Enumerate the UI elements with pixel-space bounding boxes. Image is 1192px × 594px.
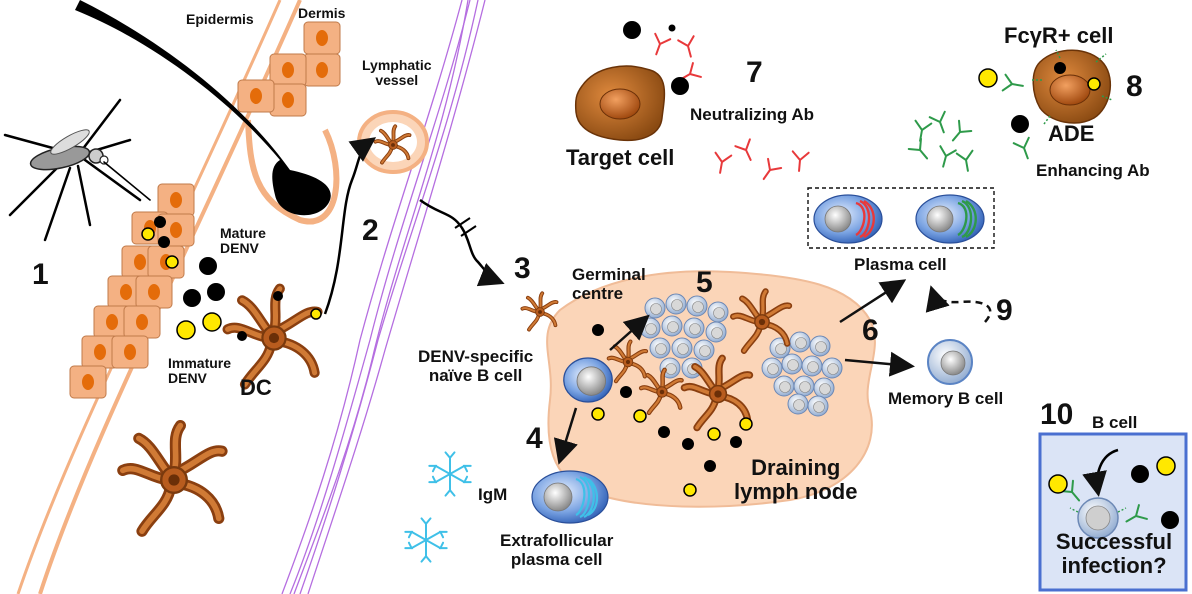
label-neutralizing-ab: Neutralizing Ab: [690, 105, 815, 124]
step-number: 4: [526, 422, 543, 455]
virus-particles-node: [591, 324, 753, 497]
dermis-cells: [237, 21, 341, 117]
label-dermis: Dermis: [298, 5, 346, 21]
label-germinal-centre: Germinal centre: [572, 265, 646, 303]
label-memory-b-cell: Memory B cell: [888, 389, 1004, 408]
step-number: 3: [514, 252, 531, 285]
label-extrafollicular-plasma-cell: Extrafollicular plasma cell: [500, 531, 614, 569]
label-immature-denv: Immature DENV: [168, 355, 232, 387]
label-epidermis: Epidermis: [186, 11, 254, 27]
plasma-cell-box: [807, 187, 995, 249]
label-dc: DC: [240, 375, 272, 400]
label-enhancing-ab: Enhancing Ab: [1036, 161, 1150, 180]
step-number: 2: [362, 214, 379, 247]
label-draining-lymph-node: Draining lymph node: [734, 455, 858, 505]
fcgr-cell: [1030, 49, 1113, 125]
label-igm: IgM: [478, 485, 508, 504]
label-plasma-cell: Plasma cell: [854, 255, 947, 274]
step-number: 1: [32, 258, 49, 291]
step-number: 10: [1040, 398, 1074, 431]
memory-b-cell: [927, 339, 973, 385]
label-b-cell: B cell: [1092, 413, 1138, 432]
label-target-cell: Target cell: [566, 145, 675, 170]
step-number: 8: [1126, 70, 1143, 103]
step-number: 9: [996, 294, 1013, 327]
label-naive-b-cell: DENV-specific naïve B cell: [418, 347, 534, 385]
step-number: 5: [696, 266, 713, 299]
step-number: 7: [746, 56, 763, 89]
target-cell: [574, 65, 666, 142]
step-number: 6: [862, 314, 879, 347]
lymphatic-vessel-lines: [281, 0, 486, 594]
label-fcgr-cell: FcγR+ cell: [1004, 23, 1114, 48]
igm-antibody-icons: [404, 451, 472, 563]
hair-follicle-icon: [75, 0, 331, 216]
label-mature-denv: Mature DENV: [220, 225, 266, 257]
label-lymphatic-vessel: Lymphatic vessel: [362, 57, 432, 89]
infected-b-cell: [1069, 497, 1127, 546]
label-ade: ADE: [1048, 121, 1095, 146]
mosquito-icon: [3, 98, 151, 242]
label-successful-infection: Successful infection?: [1055, 529, 1173, 579]
virus-particles-skin: [141, 216, 225, 340]
b-cell-icon: [563, 357, 613, 403]
plasma-cell-icon: [531, 470, 609, 524]
enhancing-antibody-icons: [907, 110, 977, 174]
